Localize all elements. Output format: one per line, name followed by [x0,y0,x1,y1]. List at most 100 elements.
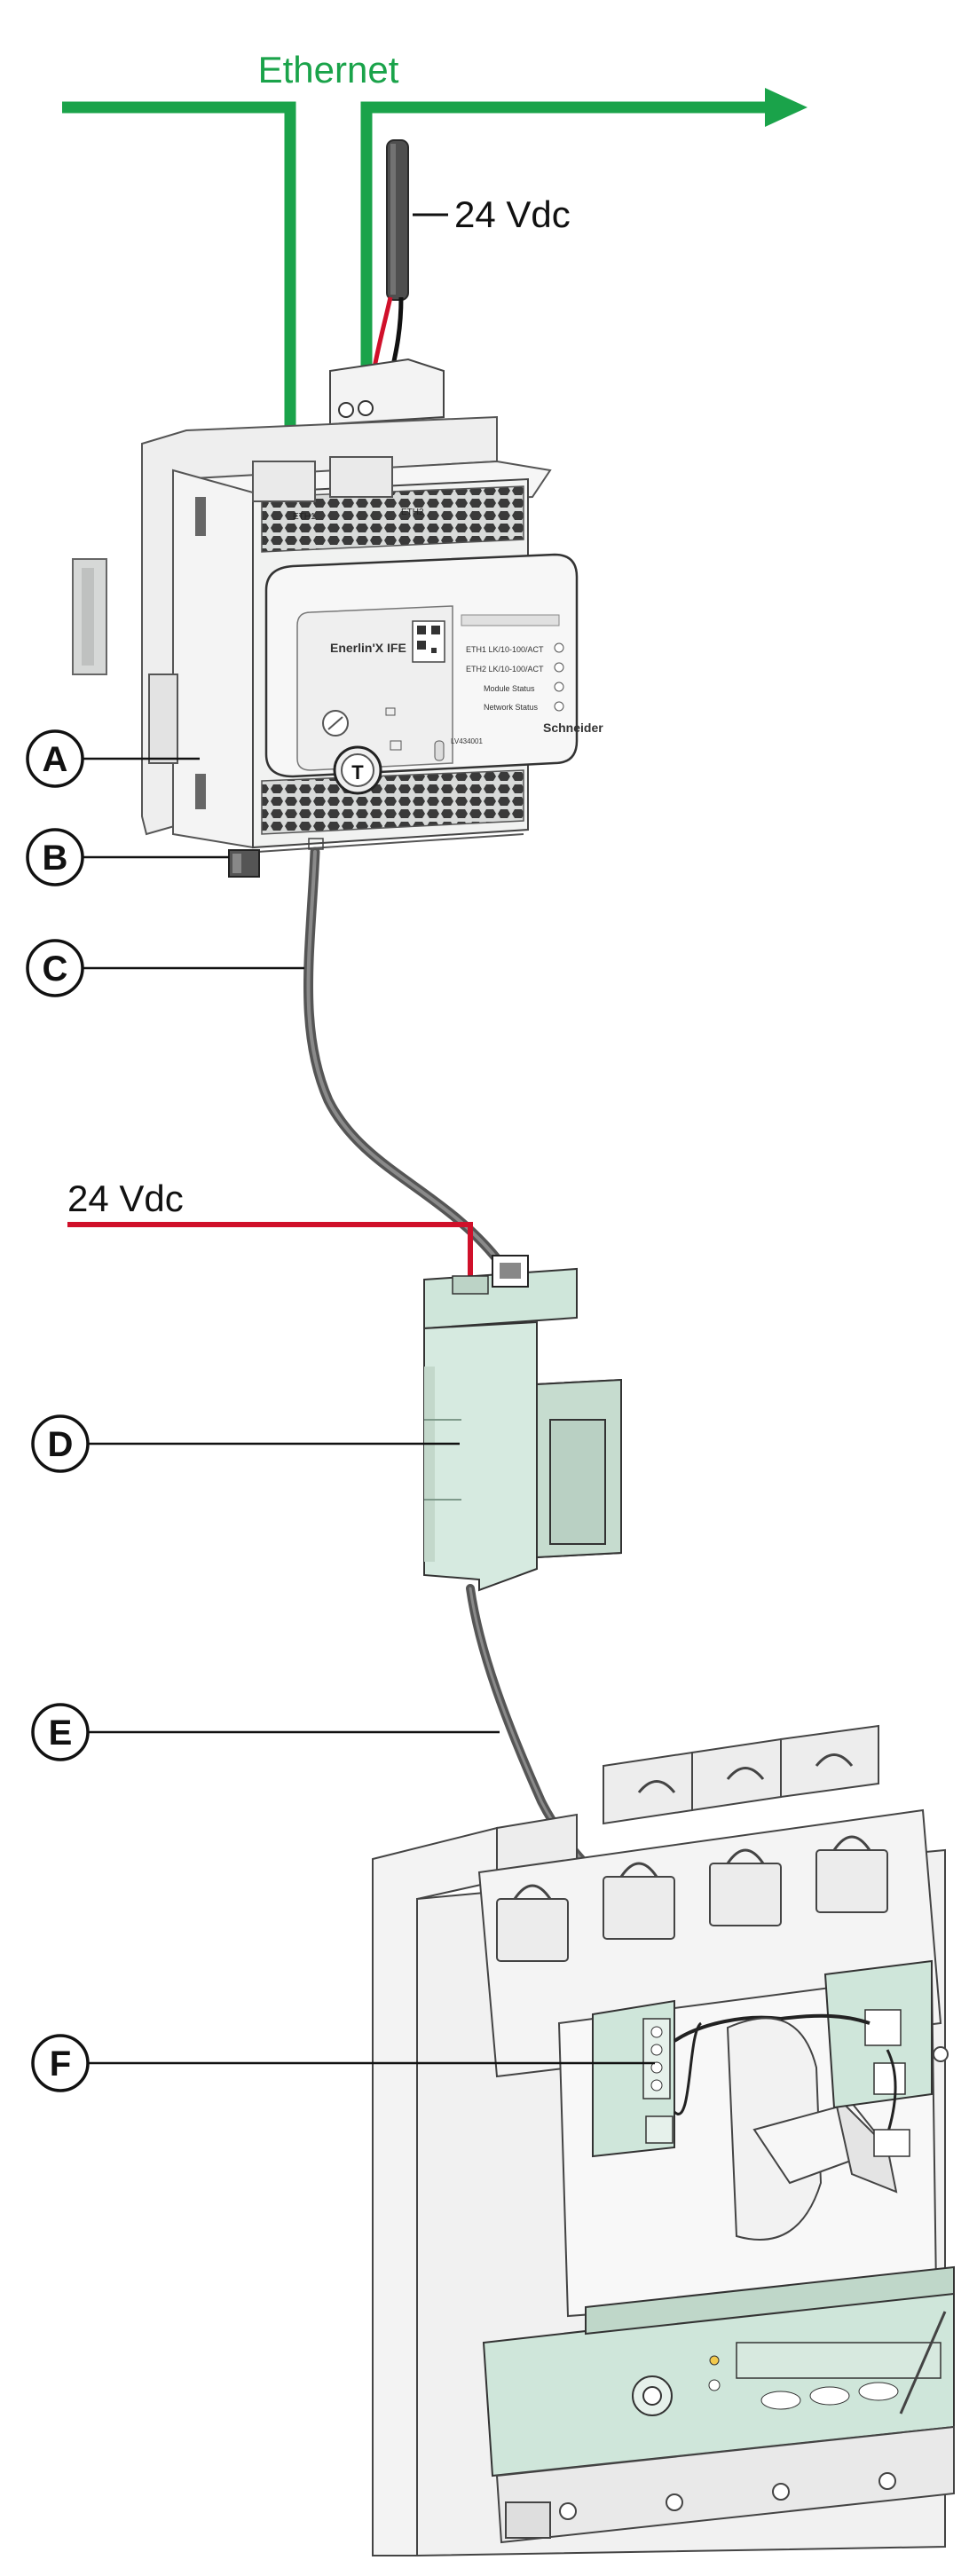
top-vent-grille [261,485,524,553]
terminal-screw-1 [338,402,354,418]
module-d-window [549,1419,606,1545]
callout-d-circle [31,1414,90,1473]
internal-wire-2 [673,2021,703,2115]
lock-icon-slash [327,716,343,730]
side-clip [148,674,178,764]
trip-dial-center [642,2386,662,2406]
ife-module: ETH1 ETH2 Enerlin'X IFE ETH1 LK/10-100/A… [72,415,603,878]
status-led [709,2355,720,2366]
part-number: LV434001 [451,737,483,745]
base-screw-2 [666,2493,683,2511]
test-port [708,2379,721,2391]
module-d [423,1255,622,1592]
callout-f-circle [31,2034,90,2092]
lug-3-arc [726,1848,765,1864]
ethernet-cable-right [360,101,765,486]
mode-button[interactable] [760,2391,801,2410]
rating-strip [461,614,560,626]
test-button-label: T [351,761,364,784]
ethernet-connection: Ethernet [62,49,808,486]
lug-1-arc [513,1884,552,1900]
eth1-port-label: ETH1 [293,512,316,522]
lug-4 [815,1849,888,1913]
callout-c-circle [26,939,84,997]
cable-c [303,847,507,1270]
ethernet-cable-left [62,101,296,486]
terminal-lugs [496,1753,888,1962]
test-button-inner [341,753,374,787]
terminal-f-lower [645,2115,674,2144]
ethernet-label: Ethernet [258,49,399,91]
breaker-base [495,2425,955,2544]
qr-block-1 [417,626,426,634]
base-screw-4 [878,2472,896,2490]
trip-display-panel [736,2342,941,2379]
base-screw-3 [772,2483,790,2501]
eth2-led-label: ETH2 LK/10-100/ACT [466,665,544,674]
right-connector-1 [864,2009,902,2046]
reset-indicator [390,740,402,751]
lug-back-2 [726,1767,765,1780]
terminal-f-screw-2 [650,2044,663,2056]
network-status-led [554,701,564,712]
base-screw-1 [559,2502,577,2520]
callout-f-letter: F [50,2044,71,2084]
nav-button-1[interactable] [809,2386,850,2406]
qr-block-3 [417,641,426,650]
eth1-led [554,642,564,653]
lug-back-1 [637,1780,676,1793]
eth2-port [329,456,393,498]
terminal-block-2 [603,1751,693,1825]
callouts: A B C D E F [26,729,655,2092]
lug-3 [709,1863,782,1926]
terminal-block-4 [780,1724,879,1799]
eth2-led [554,662,564,673]
callout-c-letter: C [43,949,68,989]
side-slot-bottom [195,774,206,809]
module-d-terminal [452,1275,489,1295]
mid-power-supply: 24 Vdc [67,1178,473,1285]
nav-button-2[interactable] [858,2382,899,2401]
handle-side [832,2091,898,2194]
top-power-cable: 24 Vdc [329,139,571,426]
cable-c-sheath [303,847,507,1270]
eth1-port [252,461,316,502]
address-switch [434,740,445,761]
power-cable-sheath [386,139,409,301]
cable-highlight [390,144,396,295]
supply-top-label: 24 Vdc [454,193,571,235]
din-rail-slot [82,568,94,666]
supply-mid-label: 24 Vdc [67,1178,184,1219]
callout-e-circle [31,1703,90,1761]
stacking-connector-highlight [232,854,241,873]
callout-b-circle [26,828,84,886]
model-name: Enerlin'X IFE [330,641,406,655]
callout-a-letter: A [43,740,68,779]
module-base-edge [256,833,524,853]
terminal-f-screw-3 [650,2061,663,2074]
internal-wire-3 [780,2013,871,2025]
module-left-side [172,469,254,849]
right-connector-2 [873,2062,906,2095]
right-connector-3 [873,2129,910,2157]
ethernet-arrow-head [765,88,808,127]
terminal-screw-2 [358,400,374,416]
module-d-side [424,1367,435,1562]
module-status-label: Module Status [484,684,535,693]
screwdriver-tip [899,2311,947,2415]
indicator-square [385,707,396,716]
supply-red-line [67,1222,473,1285]
lug-1 [496,1898,569,1962]
callout-a-circle [26,729,84,788]
qr-block-2 [431,626,440,634]
terminal-f-screw-4 [650,2079,663,2092]
terminal-f-screw-1 [650,2026,663,2038]
eth2-port-label: ETH2 [401,508,424,517]
callout-d-letter: D [48,1425,74,1464]
side-slot-top [195,497,206,536]
trip-unit-top [585,2265,955,2336]
lug-2 [603,1876,675,1940]
bottom-vent-grille [261,769,524,835]
